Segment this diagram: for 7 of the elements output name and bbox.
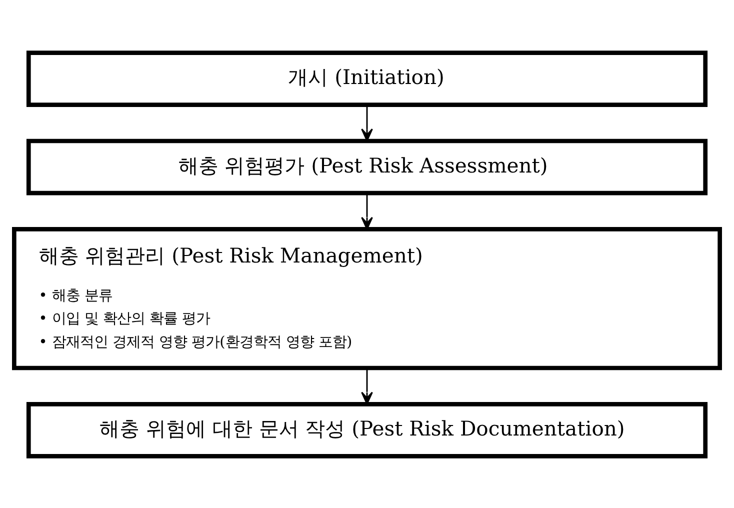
node-box: 해충 위험평가 (Pest Risk Assessment): [26, 138, 708, 195]
arrow: [361, 368, 373, 404]
arrow: [361, 192, 373, 230]
arrow: [361, 104, 373, 141]
node-box: 개시 (Initiation): [26, 50, 708, 106]
node-box: 해충 위험에 대한 문서 작성 (Pest Risk Documentation): [26, 402, 708, 458]
node-box: 해충 위험관리 (Pest Risk Management) • 해충 분류 • 이입 및 확산의 확률 평가 • 잠재적인 경제적 영향 평가(환경학적 영향 포함): [12, 226, 722, 370]
